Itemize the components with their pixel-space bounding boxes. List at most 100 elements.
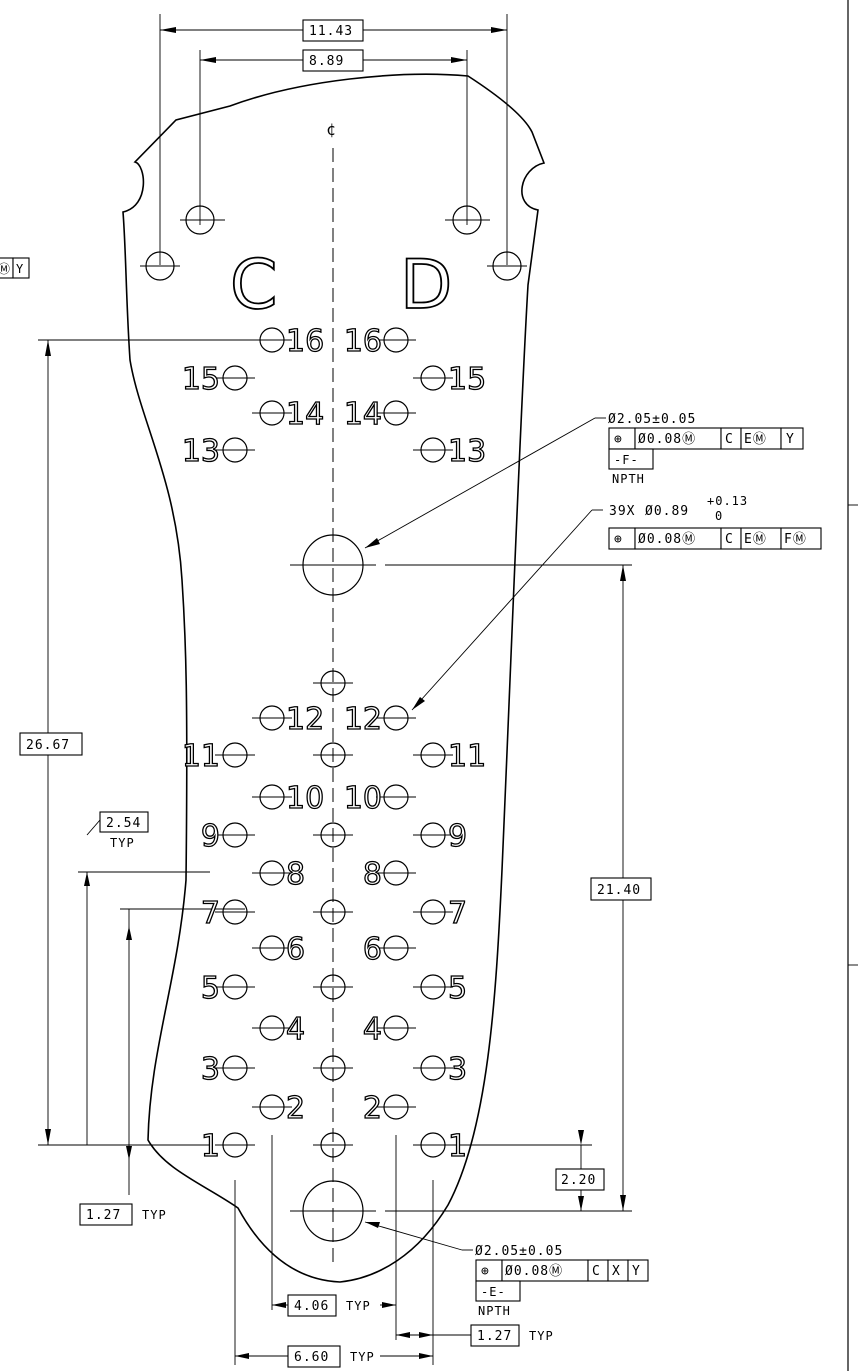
- center-hole: [313, 1055, 353, 1081]
- pin-label-c4: 4: [286, 1012, 305, 1047]
- svg-text:Ø0.08Ⓜ: Ø0.08Ⓜ: [505, 1264, 563, 1279]
- svg-text:11.43: 11.43: [309, 24, 353, 39]
- svg-text:Y: Y: [16, 262, 24, 276]
- svg-text:Ⓜ: Ⓜ: [0, 262, 11, 276]
- mount-hole-left-inner: [180, 205, 225, 235]
- svg-text:⊕: ⊕: [614, 432, 623, 447]
- pin-hole-d16: [376, 327, 416, 353]
- svg-text:TYP: TYP: [346, 1299, 371, 1313]
- pin-hole-c12: [252, 705, 292, 731]
- pin-hole-d14: [376, 400, 416, 426]
- svg-text:+0.13: +0.13: [707, 494, 748, 508]
- pin-hole-c3: [215, 1055, 255, 1081]
- svg-text:FⓂ: FⓂ: [784, 532, 807, 547]
- svg-text:TYP: TYP: [529, 1329, 554, 1343]
- pin-label-d7: 7: [448, 896, 467, 931]
- board-outline: [122, 73, 546, 1283]
- center-hole-group: [313, 670, 353, 1158]
- pin-hole-c5: [215, 974, 255, 1000]
- svg-text:NPTH: NPTH: [612, 472, 645, 486]
- dim-26-67: 26.67: [19, 339, 255, 1146]
- pin-hole-d13: [413, 437, 453, 463]
- npth-hole-f: [290, 534, 376, 596]
- center-hole: [313, 1132, 353, 1158]
- pin-hole-d7: [413, 899, 453, 925]
- pin-hole-d9: [413, 822, 453, 848]
- pin-hole-d4: [376, 1015, 416, 1041]
- pin-label-d4: 4: [363, 1012, 382, 1047]
- svg-text:Y: Y: [632, 1264, 641, 1279]
- dim-2-20: 2.20: [450, 1130, 605, 1211]
- svg-text:TYP: TYP: [142, 1208, 167, 1222]
- row-label-d: D: [400, 246, 452, 325]
- dim-6-60-typ: 6.60 TYP: [235, 1345, 433, 1368]
- pin-hole-c7: [215, 899, 255, 925]
- pin-label-c9: 9: [201, 819, 220, 854]
- pin-hole-d8: [376, 860, 416, 886]
- pin-hole-c13: [215, 437, 255, 463]
- pin-hole-c6: [252, 935, 292, 961]
- dim-11-43: 11.43: [159, 14, 508, 265]
- pin-hole-d5: [413, 974, 453, 1000]
- pin-label-c12: 12: [286, 702, 324, 737]
- pin-label-d6: 6: [363, 932, 382, 967]
- center-hole: [313, 899, 353, 925]
- pin-label-d12: 12: [344, 702, 382, 737]
- pin-hole-c10: [252, 784, 292, 810]
- svg-text:C: C: [592, 1264, 601, 1279]
- pin-hole-d6: [376, 935, 416, 961]
- svg-text:1.27: 1.27: [477, 1329, 512, 1344]
- npth-hole-e: [290, 1180, 376, 1242]
- svg-text:26.67: 26.67: [26, 738, 70, 753]
- svg-text:2.20: 2.20: [561, 1173, 596, 1188]
- pin-label-c8: 8: [286, 857, 305, 892]
- svg-text:X: X: [612, 1264, 621, 1279]
- callout-39x-holes: 39X Ø0.89 +0.13 0 ⊕ Ø0.08Ⓜ C EⓂ FⓂ: [411, 494, 822, 711]
- svg-text:-F-: -F-: [614, 453, 639, 467]
- pin-label-d8: 8: [363, 857, 382, 892]
- pin-label-d5: 5: [448, 971, 467, 1006]
- dim-21-40: 21.40: [385, 564, 652, 1212]
- pin-hole-d3: [413, 1055, 453, 1081]
- centerline-symbol: ¢: [326, 120, 337, 139]
- pin-hole-d10: [376, 784, 416, 810]
- pin-label-c14: 14: [286, 397, 324, 432]
- pin-label-c13: 13: [182, 434, 220, 469]
- pin-label-c11: 11: [182, 739, 220, 774]
- svg-text:6.60: 6.60: [294, 1350, 329, 1365]
- svg-text:Ø0.08Ⓜ: Ø0.08Ⓜ: [638, 432, 696, 447]
- svg-text:NPTH: NPTH: [478, 1304, 511, 1318]
- pin-label-d1: 1: [448, 1129, 467, 1164]
- pin-hole-d11: [413, 742, 453, 768]
- mount-hole-right-outer: [487, 251, 527, 281]
- pin-label-d13: 13: [448, 434, 486, 469]
- svg-text:TYP: TYP: [110, 836, 135, 850]
- pin-hole-d15: [413, 365, 453, 391]
- pin-label-c16: 16: [286, 324, 324, 359]
- svg-text:39X: 39X: [609, 504, 635, 519]
- pin-hole-d1: [413, 1132, 453, 1158]
- dim-4-06-typ: 4.06 TYP: [272, 1294, 396, 1317]
- svg-text:⊕: ⊕: [481, 1264, 490, 1279]
- pin-label-c5: 5: [201, 971, 220, 1006]
- svg-text:4.06: 4.06: [294, 1299, 329, 1314]
- svg-text:C: C: [725, 432, 734, 447]
- svg-text:21.40: 21.40: [597, 883, 641, 898]
- pin-label-d2: 2: [363, 1091, 382, 1126]
- pin-label-c6: 6: [286, 932, 305, 967]
- pin-label-c2: 2: [286, 1091, 305, 1126]
- svg-text:1.27: 1.27: [86, 1208, 121, 1223]
- pin-hole-d2: [376, 1094, 416, 1120]
- pin-label-c7: 7: [201, 896, 220, 931]
- center-hole: [313, 822, 353, 848]
- callout-hole-f: Ø2.05±0.05 ⊕ Ø0.08Ⓜ C EⓂ Y -F- NPTH: [364, 412, 804, 549]
- svg-text:Ø0.08Ⓜ: Ø0.08Ⓜ: [638, 532, 696, 547]
- svg-text:2.54: 2.54: [106, 816, 141, 831]
- svg-text:8.89: 8.89: [309, 54, 344, 69]
- svg-text:Y: Y: [786, 432, 795, 447]
- pin-hole-d12: [376, 705, 416, 731]
- pin-hole-c15: [215, 365, 255, 391]
- svg-text:Ø0.89: Ø0.89: [645, 504, 689, 519]
- pin-label-c1: 1: [201, 1129, 220, 1164]
